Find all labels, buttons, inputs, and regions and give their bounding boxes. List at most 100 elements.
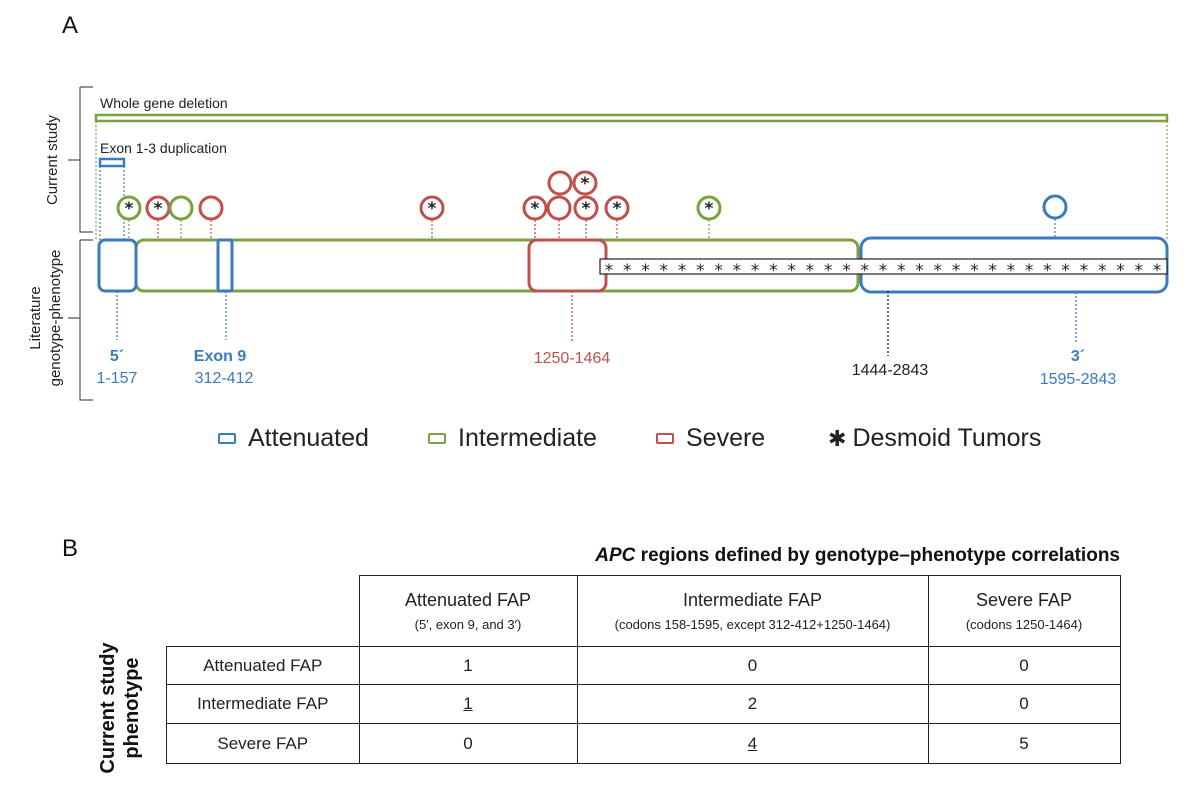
legend-severe-label: Severe <box>686 424 766 452</box>
col-sub: (codons 158-1595, except 312-412+1250-14… <box>614 617 891 632</box>
desmoid-star: * <box>732 261 742 281</box>
desmoid-star: * <box>841 261 851 281</box>
desmoid-range: 1444-2843 <box>852 362 929 379</box>
row-label: Intermediate FAP <box>166 684 360 724</box>
desmoid-star: * <box>1042 261 1052 281</box>
desmoid-star: * <box>860 261 870 281</box>
table-corner <box>166 575 360 647</box>
desmoid-star: * <box>1134 261 1144 281</box>
row-axis-label-line1: Current study <box>97 642 119 774</box>
row-axis-label: Current study phenotype <box>96 623 144 793</box>
desmoid-star: * <box>878 261 888 281</box>
desmoid-star: * <box>805 261 815 281</box>
table-cell: 0 <box>358 723 578 764</box>
legend-attenuated-label: Attenuated <box>248 424 369 452</box>
desmoid-star: * <box>713 261 723 281</box>
panel-a-letter: A <box>62 12 79 39</box>
desmoid-star-icon: * <box>705 199 714 219</box>
severe-swatch-icon <box>656 433 674 444</box>
table-cell: 0 <box>927 684 1121 724</box>
desmoid-star: * <box>1097 261 1107 281</box>
desmoid-stars: ******************************* <box>604 261 1162 281</box>
desmoid-star: * <box>622 261 632 281</box>
col-sub: (5′, exon 9, and 3′) <box>414 617 522 632</box>
apc-gene-name: APC <box>595 545 636 566</box>
legend-desmoid-label: Desmoid Tumors <box>852 424 1042 452</box>
table-cell: 1 <box>358 684 578 724</box>
legend-desmoid: ✱ Desmoid Tumors <box>828 424 1041 453</box>
row-axis-label-line2: phenotype <box>121 657 143 759</box>
desmoid-star: * <box>1006 261 1016 281</box>
exon-duplication-bar <box>98 157 126 168</box>
severe-mutation-circle <box>546 195 572 221</box>
exon-duplication-label: Exon 1-3 duplication <box>100 140 227 156</box>
desmoid-star: * <box>677 261 687 281</box>
desmoid-star: * <box>1115 261 1125 281</box>
whole-gene-deletion-label: Whole gene deletion <box>100 95 228 111</box>
panel-b-letter: B <box>62 535 79 562</box>
three-prime-range: 1595-2843 <box>1040 371 1117 388</box>
table-header-row: Attenuated FAP (5′, exon 9, and 3′) Inte… <box>166 575 1121 647</box>
desmoid-star: * <box>896 261 906 281</box>
severe-mutation-circle <box>573 195 599 221</box>
severe-mutation-circle <box>522 195 548 221</box>
intermediate-mutation-circle <box>116 195 142 221</box>
desmoid-star-icon: * <box>428 199 437 219</box>
desmoid-star-icon: * <box>125 199 134 219</box>
mutation-markers: ******** <box>116 170 1068 240</box>
table-cell: 1 <box>358 646 578 685</box>
genotype-phenotype-table: Attenuated FAP (5′, exon 9, and 3′) Inte… <box>166 575 1121 764</box>
exon9-region-box <box>216 238 234 293</box>
col-sub: (codons 1250-1464) <box>965 617 1083 632</box>
table-cell: 0 <box>576 646 929 685</box>
desmoid-star-icon: * <box>154 199 163 219</box>
attenuated-swatch-icon <box>218 433 236 444</box>
desmoid-star: * <box>951 261 961 281</box>
desmoid-star: * <box>659 261 669 281</box>
severe-mutation-circle <box>547 170 573 196</box>
desmoid-star-icon: * <box>581 174 590 194</box>
severe-mutation-circle <box>419 195 445 221</box>
table-cell: 0 <box>927 646 1121 685</box>
table-row: Intermediate FAP 1 2 0 <box>166 684 1121 724</box>
desmoid-star: * <box>1079 261 1089 281</box>
legend-intermediate-label: Intermediate <box>458 424 597 452</box>
literature-label-2: genotype-phenotype <box>47 250 64 387</box>
attenuated-mutation-circle <box>1042 194 1068 220</box>
desmoid-star: * <box>933 261 943 281</box>
literature-label-1: Literature <box>27 286 44 349</box>
intermediate-mutation-circle <box>696 195 722 221</box>
table-title: APC regions defined by genotype–phenotyp… <box>360 545 1120 567</box>
desmoid-star-icon: * <box>613 199 622 219</box>
desmoid-star: * <box>969 261 979 281</box>
apc-gene-diagram: Current study Literature genotype-phenot… <box>27 86 1169 401</box>
desmoid-star: * <box>1061 261 1071 281</box>
desmoid-star: * <box>1152 261 1162 281</box>
desmoid-star: * <box>987 261 997 281</box>
table-cell: 4 <box>576 723 929 764</box>
intermediate-swatch-icon <box>428 433 446 444</box>
five-prime-range: 1-157 <box>97 370 138 387</box>
severe-mutation-circle <box>198 195 224 221</box>
current-study-label: Current study <box>44 114 61 205</box>
five-prime-name: 5´ <box>110 348 124 365</box>
desmoid-star: * <box>640 261 650 281</box>
literature-bracket <box>68 239 93 401</box>
whole-gene-deletion-bar <box>94 113 1169 123</box>
col-header-intermediate: Intermediate FAP (codons 158-1595, excep… <box>576 575 929 647</box>
desmoid-star: * <box>695 261 705 281</box>
severe-mutation-circle <box>604 195 630 221</box>
table-cell: 5 <box>927 723 1121 764</box>
desmoid-star: * <box>823 261 833 281</box>
current-study-bracket <box>68 86 93 233</box>
intermediate-mutation-circle <box>168 195 194 221</box>
legend-severe: Severe <box>656 424 765 453</box>
desmoid-star: * <box>768 261 778 281</box>
row-label: Attenuated FAP <box>166 646 360 685</box>
three-prime-name: 3´ <box>1071 348 1085 365</box>
desmoid-band <box>599 258 1168 275</box>
legend-attenuated: Attenuated <box>218 424 369 453</box>
table-row: Severe FAP 0 4 5 <box>166 723 1121 764</box>
legend-intermediate: Intermediate <box>428 424 597 453</box>
desmoid-star: * <box>914 261 924 281</box>
